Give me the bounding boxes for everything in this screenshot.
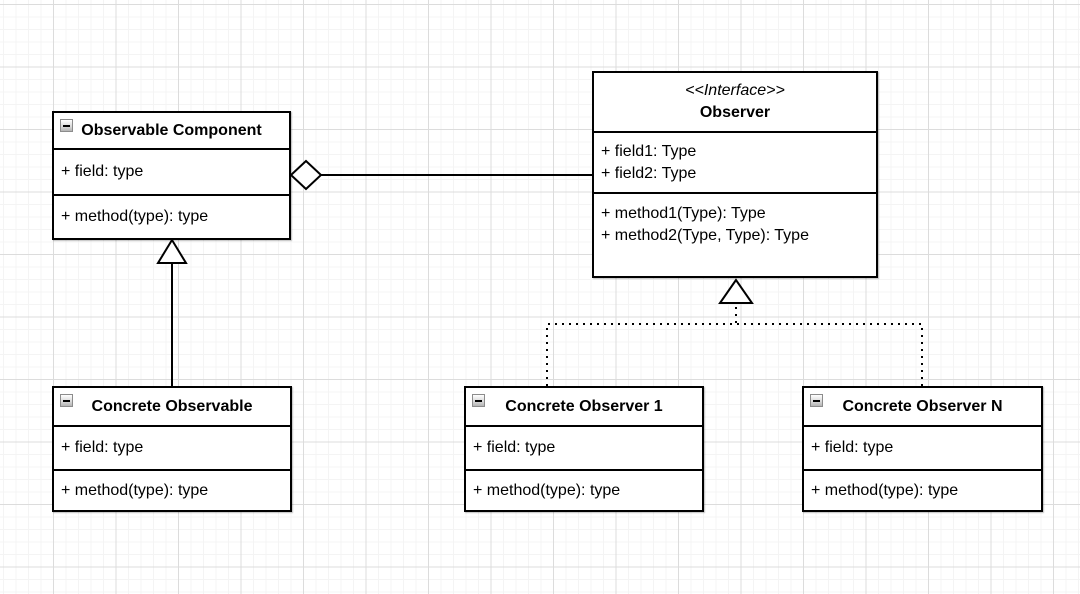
edge-generalization[interactable] (156, 238, 188, 386)
class-observer-interface[interactable]: <<Interface>> Observer + field1: Type + … (592, 71, 878, 278)
edge-realization-n[interactable] (736, 323, 923, 386)
class-concrete-observable[interactable]: Concrete Observable + field: type + meth… (52, 386, 292, 512)
hollow-triangle-marker (156, 238, 188, 264)
class-title-text: Concrete Observer 1 (505, 397, 663, 415)
collapse-icon[interactable] (810, 394, 823, 407)
method-row[interactable]: + method(type): type (61, 481, 209, 499)
realization-n-line[interactable] (736, 323, 923, 386)
collapse-icon[interactable] (60, 119, 73, 132)
fields-section[interactable]: + field: type (54, 425, 290, 469)
class-concrete-observer-n[interactable]: Concrete Observer N + field: type + meth… (802, 386, 1043, 512)
fields-section[interactable]: + field1: Type + field2: Type (594, 131, 876, 192)
methods-section[interactable]: + method(type): type (54, 469, 290, 510)
method-row[interactable]: + method(type): type (811, 481, 959, 499)
method-row[interactable]: + method1(Type): Type (601, 205, 766, 222)
class-title-text: Concrete Observable (91, 397, 253, 415)
field-row[interactable]: + field: type (61, 163, 144, 180)
methods-section[interactable]: + method(type): type (466, 469, 702, 510)
fields-section[interactable]: + field: type (804, 425, 1041, 469)
fields-section[interactable]: + field: type (54, 148, 289, 194)
field-row[interactable]: + field: type (61, 439, 144, 456)
collapse-icon[interactable] (472, 394, 485, 407)
field-row[interactable]: + field: type (811, 439, 894, 456)
minus-glyph (63, 124, 70, 127)
class-title-text: Observable Component (81, 121, 262, 139)
collapse-icon[interactable] (60, 394, 73, 407)
minus-glyph (475, 399, 482, 402)
class-title: Observable Component (54, 113, 289, 148)
class-title: Concrete Observer N (804, 388, 1041, 425)
hollow-diamond-marker (289, 159, 323, 191)
class-observable-component[interactable]: Observable Component + field: type + met… (52, 111, 291, 240)
class-concrete-observer-1[interactable]: Concrete Observer 1 + field: type + meth… (464, 386, 704, 512)
edge-aggregation[interactable] (289, 159, 592, 191)
field-row[interactable]: + field1: Type (601, 142, 697, 160)
class-title: Concrete Observable (54, 388, 290, 425)
minus-glyph (813, 399, 820, 402)
methods-section[interactable]: + method(type): type (804, 469, 1041, 510)
edge-realization-1[interactable] (546, 303, 737, 386)
class-title: Concrete Observer 1 (466, 388, 702, 425)
realization-hollow-triangle-marker (718, 278, 754, 304)
fields-section[interactable]: + field: type (466, 425, 702, 469)
class-title-text: Observer (699, 104, 771, 121)
methods-section[interactable]: + method1(Type): Type + method2(Type, Ty… (594, 192, 876, 276)
methods-section[interactable]: + method(type): type (54, 194, 289, 238)
field-row[interactable]: + field2: Type (601, 164, 697, 182)
realization-1-line[interactable] (546, 303, 737, 386)
method-row[interactable]: + method(type): type (473, 481, 621, 499)
method-row[interactable]: + method2(Type, Type): Type (601, 227, 809, 244)
stereotype-text: <<Interface>> (685, 82, 785, 99)
minus-glyph (63, 399, 70, 402)
class-title-text: Concrete Observer N (842, 397, 1003, 415)
class-title: <<Interface>> Observer (594, 73, 876, 131)
field-row[interactable]: + field: type (473, 439, 556, 456)
method-row[interactable]: + method(type): type (61, 208, 209, 225)
